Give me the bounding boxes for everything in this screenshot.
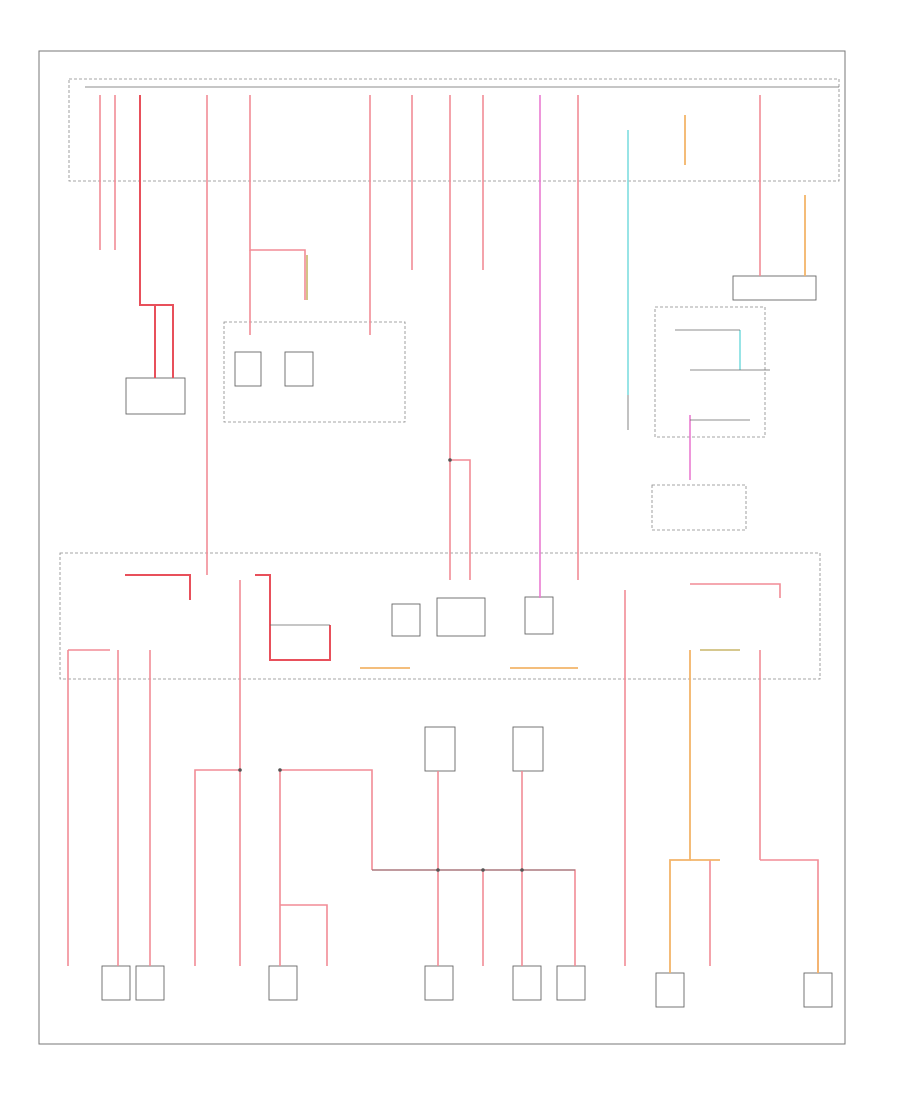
- outer-frame: [38, 50, 846, 1045]
- wire-cyan: [627, 130, 741, 395]
- black-connections: [238, 329, 770, 872]
- top-fuse-block: [68, 78, 840, 182]
- middle-junction-block: [59, 552, 821, 680]
- wire-magenta: [539, 95, 691, 598]
- component-lamp-left: [424, 726, 456, 772]
- wire-olive: [306, 255, 740, 651]
- component-mid-2: [436, 597, 486, 637]
- component-mid-1: [391, 603, 421, 637]
- bottom-components: [101, 965, 833, 1008]
- right-relay-box: [651, 306, 766, 531]
- component-left-module: [125, 377, 186, 415]
- wire-orange: [360, 115, 819, 973]
- wire-red-junction: [125, 574, 331, 661]
- control-module-box: [223, 321, 406, 423]
- component-mid-3: [524, 596, 554, 635]
- component-lamp-right: [512, 726, 544, 772]
- component-top-right: [732, 275, 817, 301]
- wire-red-left: [139, 95, 174, 378]
- wires-pink: [67, 95, 819, 973]
